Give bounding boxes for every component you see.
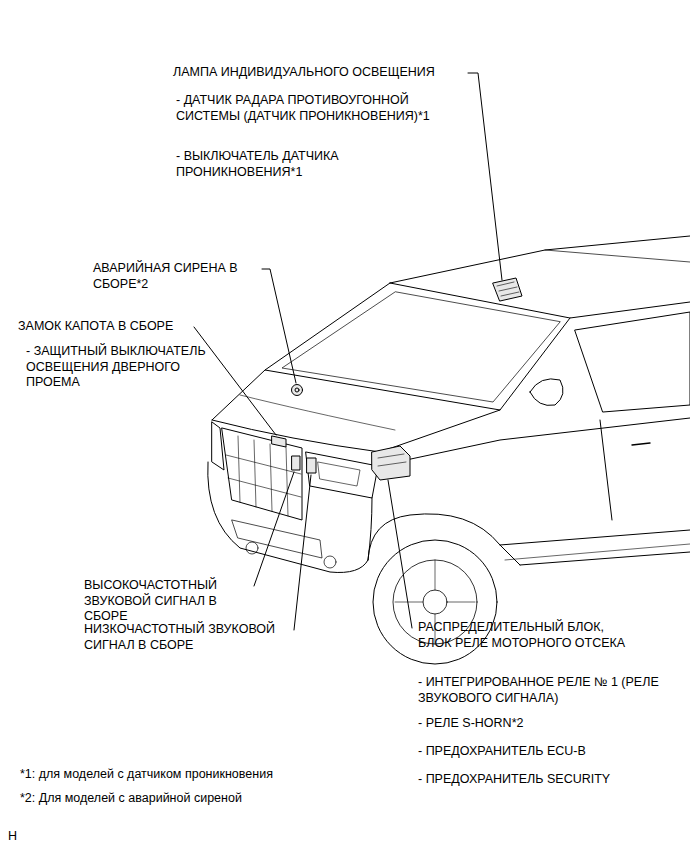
part-label: ЛАМПА ИНДИВИДУАЛЬНОГО ОСВЕЩЕНИЯ — [173, 65, 463, 81]
figure-code: H — [8, 829, 38, 845]
footnote: *1: для моделей с датчиком проникновения — [20, 767, 340, 783]
sub-part-label: - ПРЕДОХРАНИТЕЛЬ ECU-B — [418, 744, 638, 760]
sub-part-label: - ЗАЩИТНЫЙ ВЫКЛЮЧАТЕЛЬ ОСВЕЩЕНИЯ ДВЕРНОГ… — [26, 344, 231, 391]
part-label: АВАРИЙНАЯ СИРЕНА В СБОРЕ*2 — [93, 261, 265, 292]
part-label: ЗАМОК КАПОТА В СБОРЕ — [18, 319, 198, 335]
sub-part-label: - ИНТЕГРИРОВАННОЕ РЕЛЕ № 1 (РЕЛЕ ЗВУКОВО… — [418, 675, 670, 706]
part-label: НИЗКОЧАСТОТНЫЙ ЗВУКОВОЙ СИГНАЛ В СБОРЕ — [84, 622, 296, 653]
part-label: РАСПРЕДЕЛИТЕЛЬНЫЙ БЛОК, БЛОК РЕЛЕ МОТОРН… — [418, 620, 630, 651]
footnote: *2: Для моделей с аварийной сиреной — [20, 791, 340, 807]
part-label: ВЫСОКОЧАСТОТНЫЙ ЗВУКОВОЙ СИГНАЛ В СБОРЕ — [84, 578, 259, 625]
sub-part-label: - РЕЛЕ S-HORN*2 — [418, 716, 618, 732]
sub-part-label: - ПРЕДОХРАНИТЕЛЬ SECURITY — [418, 772, 658, 788]
sub-part-label: - ДАТЧИК РАДАРА ПРОТИВОУГОННОЙ СИСТЕМЫ (… — [176, 93, 451, 124]
sub-part-label: - ВЫКЛЮЧАТЕЛЬ ДАТЧИКА ПРОНИКНОВЕНИЯ*1 — [176, 149, 381, 180]
